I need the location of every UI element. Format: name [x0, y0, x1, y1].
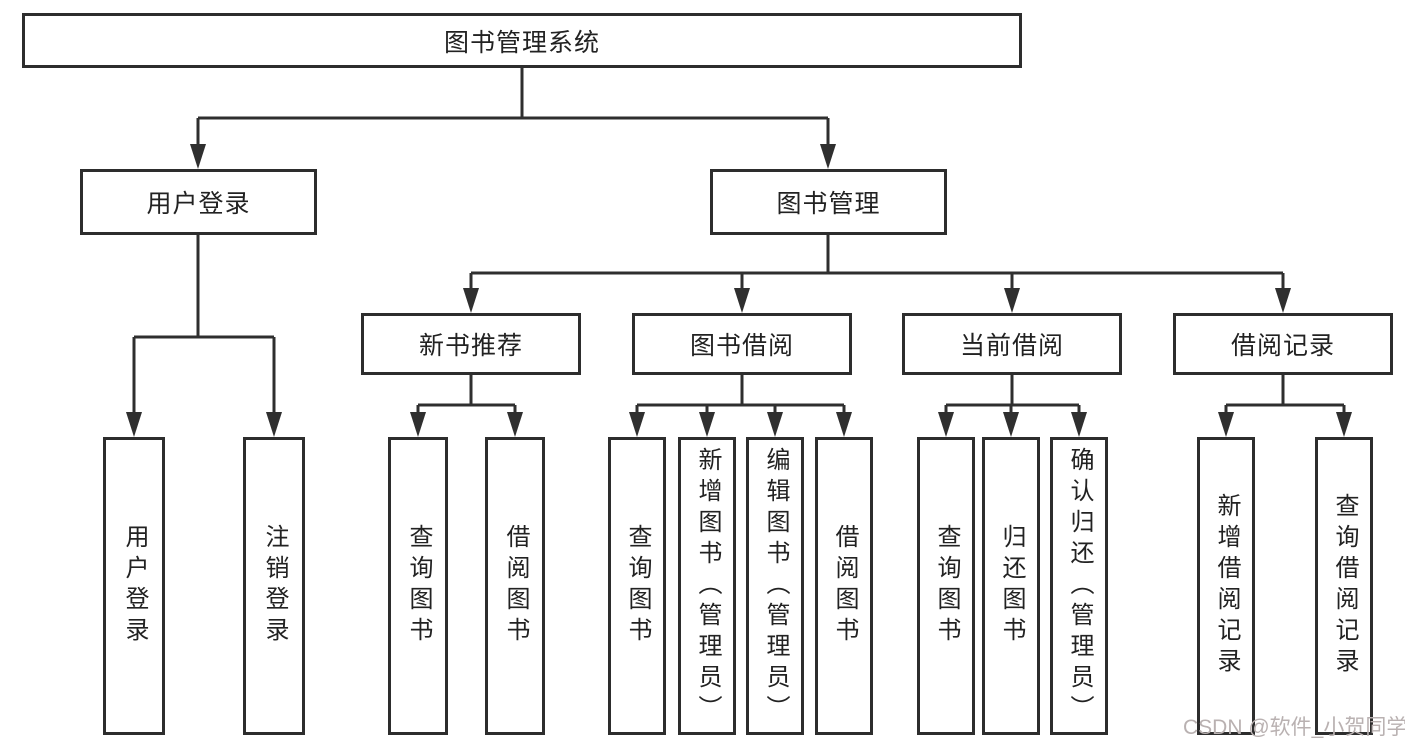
leaf-logout-label: 注销登录: [261, 524, 288, 648]
node-borrow-record: 借阅记录: [1173, 313, 1393, 375]
node-user-login: 用户登录: [80, 169, 317, 235]
leaf-confirm-return-admin-label: 确认归还（管理员）: [1066, 446, 1093, 726]
connector-root-to-level2: [190, 67, 836, 169]
leaf-add-book-admin-label: 新增图书（管理员）: [694, 446, 721, 726]
leaf-user-login: 用户登录: [103, 437, 165, 735]
leaf-query-borrow-record: 查询借阅记录: [1315, 437, 1373, 735]
leaf-rec-query-book-label: 查询图书: [405, 524, 432, 648]
connector-borrow-record-to-leaves: [1218, 375, 1352, 437]
leaf-return-book: 归还图书: [982, 437, 1040, 735]
connector-book-borrow-to-leaves: [629, 375, 852, 437]
node-root-system: 图书管理系统: [22, 13, 1022, 68]
csdn-watermark: CSDN @软件_小贺同学: [1183, 716, 1405, 739]
connector-book-mgmt-to-level3: [463, 235, 1291, 313]
connector-current-borrow-to-leaves: [938, 375, 1087, 437]
node-book-management: 图书管理: [710, 169, 947, 235]
leaf-borrow-book-label: 借阅图书: [831, 524, 858, 648]
leaf-borrow-query-book: 查询图书: [608, 437, 666, 735]
leaf-confirm-return-admin: 确认归还（管理员）: [1050, 437, 1108, 735]
leaf-add-borrow-record: 新增借阅记录: [1197, 437, 1255, 735]
leaf-add-book-admin: 新增图书（管理员）: [678, 437, 736, 735]
leaf-edit-book-admin-label: 编辑图书（管理员）: [762, 446, 789, 726]
leaf-logout: 注销登录: [243, 437, 305, 735]
leaf-return-book-label: 归还图书: [998, 524, 1025, 648]
leaf-edit-book-admin: 编辑图书（管理员）: [746, 437, 804, 735]
leaf-current-query-book-label: 查询图书: [933, 524, 960, 648]
node-current-borrow: 当前借阅: [902, 313, 1122, 375]
leaf-current-query-book: 查询图书: [917, 437, 975, 735]
leaf-rec-borrow-book-label: 借阅图书: [502, 524, 529, 648]
node-new-book-recommend: 新书推荐: [361, 313, 581, 375]
connector-user-login-to-leaves: [126, 235, 282, 437]
connector-new-book-rec-to-leaves: [410, 375, 523, 437]
leaf-rec-borrow-book: 借阅图书: [485, 437, 545, 735]
leaf-rec-query-book: 查询图书: [388, 437, 448, 735]
leaf-add-borrow-record-label: 新增借阅记录: [1213, 493, 1240, 679]
leaf-user-login-label: 用户登录: [121, 524, 148, 648]
leaf-query-borrow-record-label: 查询借阅记录: [1331, 493, 1358, 679]
node-book-borrow: 图书借阅: [632, 313, 852, 375]
leaf-borrow-query-book-label: 查询图书: [624, 524, 651, 648]
leaf-borrow-book: 借阅图书: [815, 437, 873, 735]
